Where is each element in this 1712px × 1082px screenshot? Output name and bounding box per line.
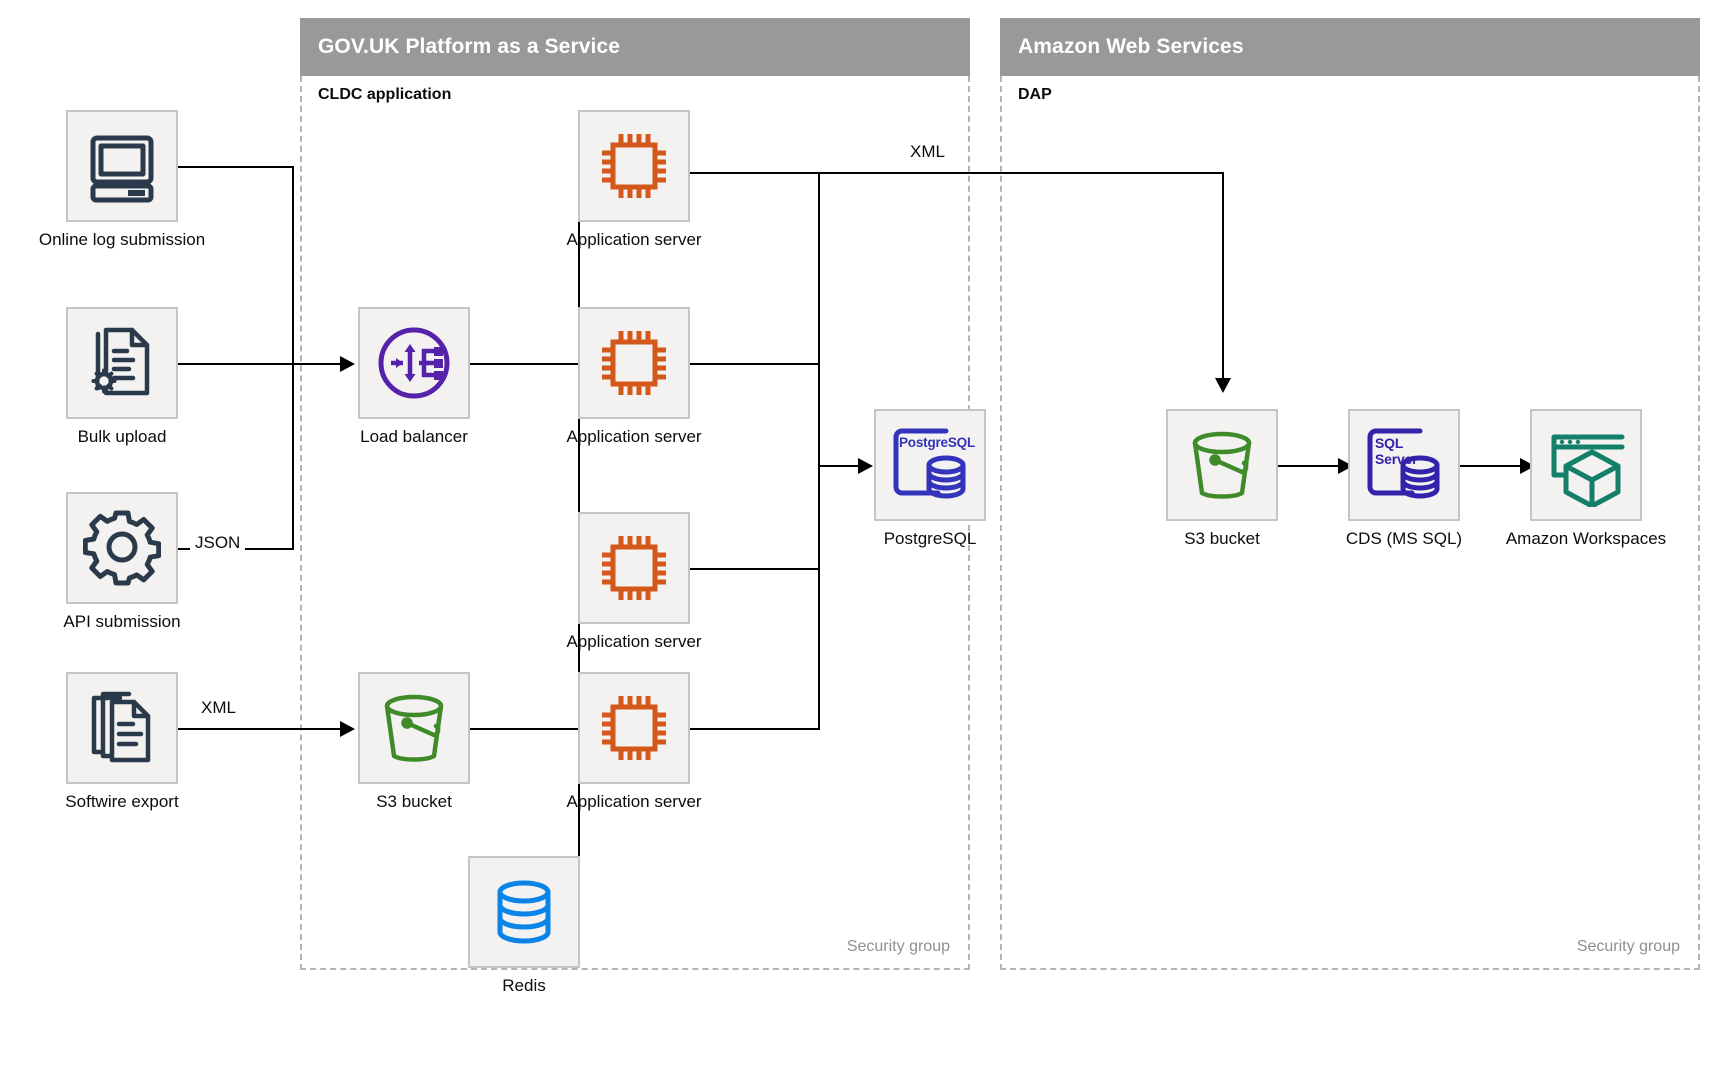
node-s3-bucket-paas[interactable]: S3 bucket <box>358 672 470 811</box>
edge-softwire-to-s3 <box>178 728 348 730</box>
node-label: Amazon Workspaces <box>1505 529 1667 548</box>
edge-label-xml-softwire: XML <box>196 698 241 718</box>
group-sublabel-paas: CLDC application <box>318 86 452 103</box>
arrowhead-into-postgresql <box>858 458 873 474</box>
node-app-server-3[interactable]: Application server <box>566 512 702 651</box>
node-tile <box>358 307 470 419</box>
edge-s3-aws-to-cds <box>1278 465 1346 467</box>
edge-bulk-upload-to-loadbalancer <box>178 363 348 365</box>
documents-stack-icon <box>84 690 160 766</box>
node-tile <box>578 512 690 624</box>
node-tile <box>66 110 178 222</box>
edge-label-xml-to-s3: XML <box>905 142 950 162</box>
node-postgresql[interactable]: PostgreSQL PostgreSQL <box>874 409 986 548</box>
gear-icon <box>83 509 161 587</box>
node-label: CDS (MS SQL) <box>1345 529 1463 548</box>
node-s3-bucket-aws[interactable]: S3 bucket <box>1166 409 1278 548</box>
load-balancer-icon <box>373 322 455 404</box>
cpu-chip-icon <box>594 688 674 768</box>
edge-online-log-to-bus <box>178 166 294 168</box>
node-online-log-submission[interactable]: Online log submission <box>39 110 205 249</box>
node-tile <box>358 672 470 784</box>
node-api-submission[interactable]: API submission <box>63 492 181 631</box>
node-app-server-2[interactable]: Application server <box>566 307 702 446</box>
node-tile <box>1166 409 1278 521</box>
node-softwire-export[interactable]: Softwire export <box>65 672 179 811</box>
node-app-server-1[interactable]: Application server <box>566 110 702 249</box>
edge-redis-to-bus <box>578 728 580 856</box>
edge-s3-to-bus <box>470 728 580 730</box>
bucket-icon <box>1182 425 1262 505</box>
node-label: Redis <box>502 976 546 995</box>
sql-server-badge-text: SQL Server <box>1375 435 1418 467</box>
node-label: S3 bucket <box>376 792 452 811</box>
arrowhead-into-loadbalancer <box>340 356 355 372</box>
edge-loadbalancer-to-bus <box>470 363 580 365</box>
node-cds-ms-sql[interactable]: SQL Server CDS (MS SQL) <box>1346 409 1462 548</box>
cpu-chip-icon <box>594 126 674 206</box>
group-boundary-aws <box>1000 76 1700 970</box>
postgresql-badge-text: PostgreSQL <box>899 435 976 450</box>
sql-server-icon: SQL Server <box>1360 421 1448 509</box>
database-cylinder-icon <box>488 876 560 948</box>
edge-appserver-1-xml-to-aws <box>690 172 1224 174</box>
node-label: Online log submission <box>38 230 206 249</box>
node-label: Application server <box>566 427 702 446</box>
postgresql-icon: PostgreSQL <box>886 421 976 509</box>
node-tile <box>578 110 690 222</box>
arrowhead-into-s3-aws <box>1215 378 1231 393</box>
security-group-label-aws: Security group <box>1576 938 1680 955</box>
node-bulk-upload[interactable]: Bulk upload <box>66 307 178 446</box>
node-tile <box>578 672 690 784</box>
edge-appserver-3-to-db-bus <box>690 568 820 570</box>
arrowhead-into-s3-paas <box>340 721 355 737</box>
node-label: PostgreSQL <box>883 529 977 548</box>
group-header-paas: GOV.UK Platform as a Service <box>300 18 970 76</box>
node-tile <box>66 307 178 419</box>
group-sublabel-aws: DAP <box>1018 86 1052 103</box>
edge-appserver-distribution-bus <box>578 172 580 730</box>
group-header-aws: Amazon Web Services <box>1000 18 1700 76</box>
node-tile <box>1530 409 1642 521</box>
edge-db-collector-bus <box>818 172 820 730</box>
node-label: API submission <box>63 612 181 631</box>
group-header-paas-label: GOV.UK Platform as a Service <box>318 35 620 58</box>
node-tile: PostgreSQL <box>874 409 986 521</box>
edge-cds-to-workspaces <box>1460 465 1528 467</box>
node-label: Application server <box>566 632 702 651</box>
edge-appserver-4-to-db-bus <box>690 728 820 730</box>
node-label: Softwire export <box>65 792 179 811</box>
edge-sources-bus <box>292 166 294 550</box>
security-group-label-paas: Security group <box>846 938 950 955</box>
node-label: Application server <box>566 792 702 811</box>
edge-xml-down-to-s3-aws <box>1222 172 1224 384</box>
node-tile <box>66 492 178 604</box>
edge-db-bus-to-postgresql <box>818 465 866 467</box>
document-gear-icon <box>84 325 160 401</box>
edge-appserver-2-to-db-bus <box>690 363 820 365</box>
workspaces-cube-icon <box>1544 423 1628 507</box>
node-tile <box>66 672 178 784</box>
bucket-icon <box>374 688 454 768</box>
node-app-server-4[interactable]: Application server <box>566 672 702 811</box>
node-label: Application server <box>566 230 702 249</box>
node-tile: SQL Server <box>1348 409 1460 521</box>
node-redis[interactable]: Redis <box>468 856 580 995</box>
node-amazon-workspaces[interactable]: Amazon Workspaces <box>1506 409 1666 548</box>
node-tile <box>578 307 690 419</box>
node-tile <box>468 856 580 968</box>
desktop-computer-icon <box>84 128 160 204</box>
edge-label-json: JSON <box>190 533 246 553</box>
group-header-aws-label: Amazon Web Services <box>1018 35 1244 58</box>
group-boundary-paas <box>300 76 970 970</box>
cpu-chip-icon <box>594 323 674 403</box>
node-label: Bulk upload <box>77 427 167 446</box>
node-label: Load balancer <box>360 427 468 446</box>
cpu-chip-icon <box>594 528 674 608</box>
node-load-balancer[interactable]: Load balancer <box>358 307 470 446</box>
node-label: S3 bucket <box>1184 529 1260 548</box>
